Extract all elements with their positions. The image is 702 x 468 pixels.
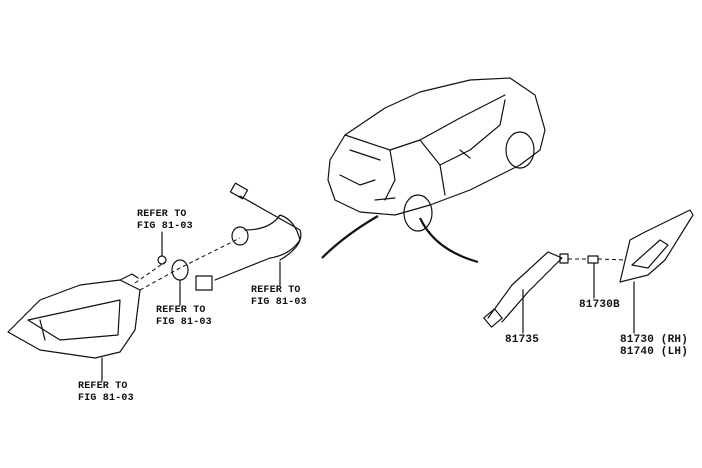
socket-part: [231, 226, 249, 246]
refer-label-nut: REFER TO FIG 81-03: [137, 209, 193, 233]
dashed-line: [597, 258, 626, 261]
refer-line-1: REFER TO: [251, 285, 301, 296]
refer-line-2: FIG 81-03: [137, 221, 193, 232]
refer-label-harness: REFER TO FIG 81-03: [251, 285, 307, 309]
refer-line-2: FIG 81-03: [78, 393, 134, 404]
part-number-81740-lh: 81740 (LH): [620, 346, 689, 358]
refer-line-1: REFER TO: [137, 209, 187, 220]
dashed-line: [134, 261, 166, 284]
nut-part: [157, 255, 167, 265]
wire-harness: [214, 214, 301, 281]
car-illustration: [327, 77, 546, 232]
refer-line-1: REFER TO: [78, 381, 128, 392]
refer-label-bulb: REFER TO FIG 81-03: [156, 305, 212, 329]
headlamp-assembly: [7, 273, 141, 359]
bulb-part: [171, 259, 189, 281]
refer-line-2: FIG 81-03: [156, 317, 212, 328]
dashed-line: [139, 237, 241, 291]
refer-line-1: REFER TO: [156, 305, 206, 316]
part-number-81730-rh: 81730 (RH): [620, 334, 689, 346]
part-number-81735: 81735: [505, 334, 540, 346]
bulb-81730b: [587, 255, 599, 264]
refer-label-lamp: REFER TO FIG 81-03: [78, 381, 134, 405]
side-marker-lamp: [619, 209, 694, 283]
connector-part: [195, 275, 213, 291]
leader-curve-left: [321, 215, 379, 259]
refer-line-2: FIG 81-03: [251, 297, 307, 308]
part-number-81730b: 81730B: [579, 299, 620, 311]
side-marker-socket: [483, 251, 569, 328]
leader-curve-right: [419, 217, 479, 264]
